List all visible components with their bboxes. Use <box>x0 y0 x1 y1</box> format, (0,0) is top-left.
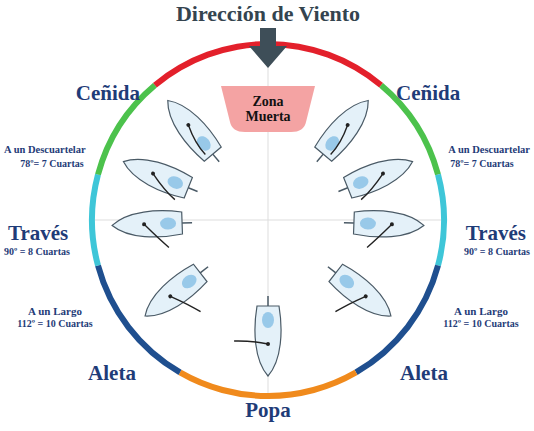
sailboat <box>158 92 229 170</box>
angle-note: A un Descuartelar <box>448 144 530 156</box>
point-of-sail-name: Ceñida <box>76 82 140 105</box>
sailboat <box>343 210 424 250</box>
point-of-sail-name: Través <box>8 222 68 245</box>
sailboat <box>112 210 193 250</box>
dead-zone: Zona Muerta <box>221 86 315 132</box>
sailboat <box>309 256 399 340</box>
compass-circle <box>92 44 444 396</box>
diagram-title: Dirección de Viento <box>176 2 360 26</box>
sector-arc <box>435 174 447 267</box>
angle-note: 90º = 8 Cuartas <box>464 246 530 257</box>
angle-note: 78º= 7 Cuartas <box>20 158 83 169</box>
angle-note: 112º = 10 Cuartas <box>17 318 92 329</box>
sailboat <box>137 256 227 340</box>
angle-note: 78º= 7 Cuartas <box>450 158 513 169</box>
angle-note: A un Largo <box>454 305 508 317</box>
point-of-sail-name: Aleta <box>88 362 136 385</box>
angle-note: A un Largo <box>28 305 82 317</box>
point-of-sail-name: Aleta <box>400 362 448 385</box>
point-of-sail-name: Través <box>466 222 526 245</box>
sector-arc <box>89 174 101 267</box>
angle-note: 112º = 10 Cuartas <box>443 318 518 329</box>
sailboat <box>117 149 202 206</box>
angle-note: 90º = 8 Cuartas <box>4 246 70 257</box>
angle-note: A un Descuartelar <box>4 144 86 156</box>
sailboat <box>334 149 419 206</box>
point-of-sail-name: Popa <box>245 399 291 422</box>
sailboat <box>234 296 281 376</box>
sailboat <box>307 92 378 170</box>
zone-label: Zona Muerta <box>236 94 300 125</box>
point-of-sail-name: Ceñida <box>396 82 460 105</box>
wind-arrow <box>249 28 287 68</box>
